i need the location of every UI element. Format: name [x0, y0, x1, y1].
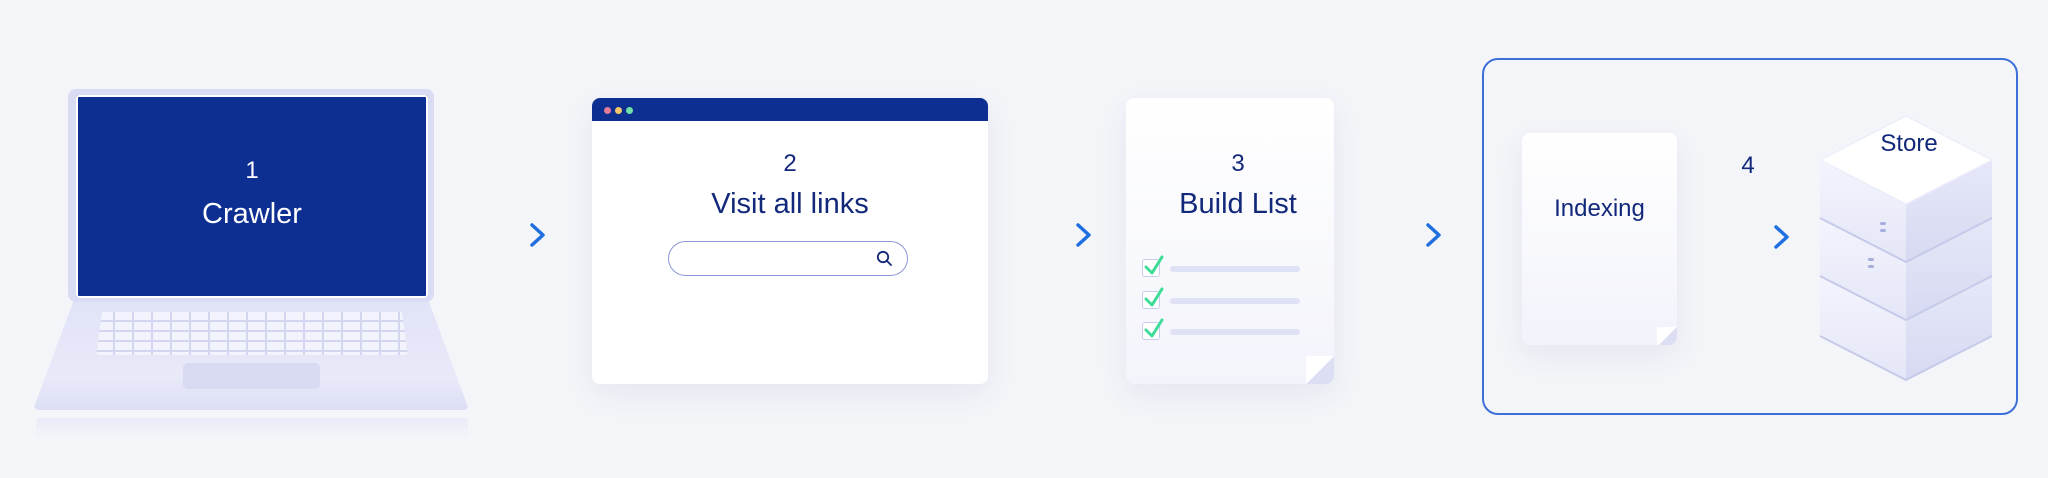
list-line [1170, 298, 1300, 304]
browser-dot-yellow [615, 107, 622, 114]
browser-dot-red [604, 107, 611, 114]
checkmark-icon [1144, 255, 1164, 275]
list-line [1170, 329, 1300, 335]
server-stack-icon [1818, 115, 1994, 382]
step-3-number: 3 [1231, 150, 1245, 177]
page-fold [1306, 356, 1334, 384]
checkbox [1142, 322, 1160, 340]
browser-title-bar [592, 98, 988, 121]
checkmark-icon [1144, 287, 1164, 307]
search-input[interactable] [668, 241, 908, 276]
step-4-frame [1482, 58, 2018, 415]
laptop-trackpad [183, 363, 320, 389]
checkbox [1142, 259, 1160, 277]
checklist-item [1142, 287, 1322, 313]
laptop-screen [76, 95, 428, 298]
browser-window-icon: 2 Visit all links [592, 98, 988, 384]
arrow-right-icon [462, 223, 545, 247]
browser-dot-green [626, 107, 633, 114]
checkbox [1142, 291, 1160, 309]
checklist-item [1142, 255, 1322, 281]
arrow-right-icon [1008, 223, 1091, 247]
step-4-number: 4 [1741, 152, 1755, 179]
checkmark-icon [1144, 318, 1164, 338]
search-icon [876, 250, 892, 266]
checklist-icon: 3 Build List [1126, 98, 1334, 384]
checklist-item [1142, 318, 1322, 344]
server-block-middle [1819, 218, 1993, 322]
step-1-number: 1 [245, 157, 259, 184]
page-fold [1657, 327, 1677, 345]
server-block-top [1818, 115, 1994, 264]
arrow-right-icon [1358, 223, 1441, 247]
step-3-title: Build List [1179, 188, 1297, 220]
store-label: Store [1880, 130, 1938, 157]
step-2-number: 2 [783, 150, 797, 177]
document-icon: Indexing [1522, 133, 1677, 345]
laptop-keyboard [96, 312, 408, 355]
list-line [1170, 266, 1300, 272]
arrow-right-icon [1706, 225, 1789, 249]
step-2-title: Visit all links [711, 188, 869, 220]
step-1-title: Crawler [202, 198, 302, 230]
laptop-reflection [36, 418, 468, 438]
server-block-bottom [1819, 276, 1993, 382]
indexing-title: Indexing [1554, 195, 1645, 222]
